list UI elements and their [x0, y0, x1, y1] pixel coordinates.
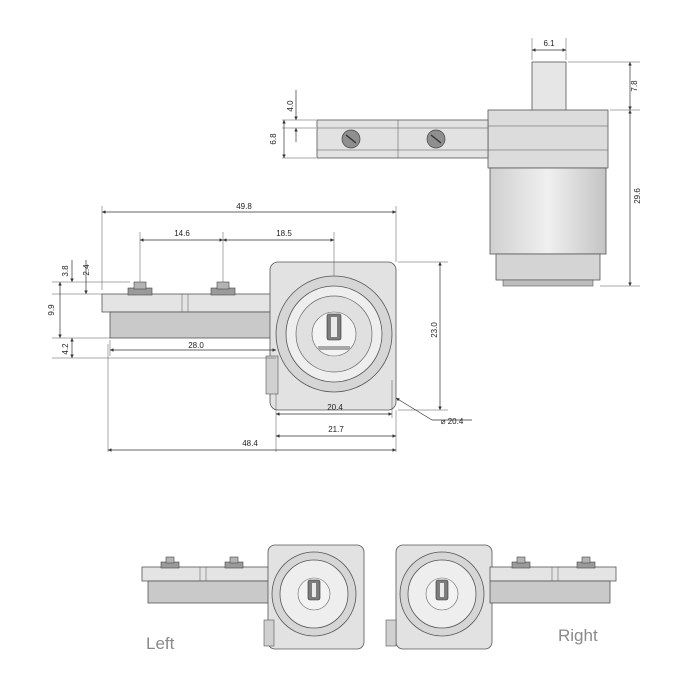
dim-total-length: 48.4 [242, 439, 258, 448]
bracket-base [109, 311, 275, 339]
dim-overall-length: 49.8 [236, 202, 252, 211]
lock-collar [495, 253, 601, 281]
dim-cylinder-width: 20.4 [327, 403, 343, 412]
lock-body [489, 167, 607, 255]
dim-bracket-height: 6.8 [269, 133, 278, 145]
dim-shaft-width: 6.1 [543, 39, 555, 48]
right-variant: Right [385, 544, 617, 650]
dim-shaft-height: 7.8 [630, 80, 639, 92]
caption-right: Right [558, 626, 598, 645]
lock-head [487, 109, 609, 169]
dim-flange-thickness: 4.0 [286, 100, 295, 112]
dim-side-height: 29.6 [633, 188, 642, 204]
dim-body-height: 23.0 [430, 322, 439, 338]
dim-height-4-2: 4.2 [61, 343, 70, 355]
dim-height-2-4: 2.4 [82, 264, 91, 276]
front-view: 49.8 14.6 18.5 3.8 2.4 9.9 4.2 28.0 23.0… [47, 202, 472, 452]
dim-hole-spacing: 14.6 [174, 229, 190, 238]
left-variant: Left [141, 544, 365, 653]
dim-hole-to-cylinder: 18.5 [276, 229, 292, 238]
dim-body-width: 21.7 [328, 425, 344, 434]
dim-height-9-9: 9.9 [47, 304, 56, 316]
caption-left: Left [146, 634, 175, 653]
dim-bracket-length: 28.0 [188, 341, 204, 350]
dim-diameter: ⌀ 20.4 [441, 417, 464, 426]
side-view: 6.1 7.8 29.6 4.0 6.8 [269, 38, 642, 287]
dim-height-3-8: 3.8 [61, 265, 70, 277]
